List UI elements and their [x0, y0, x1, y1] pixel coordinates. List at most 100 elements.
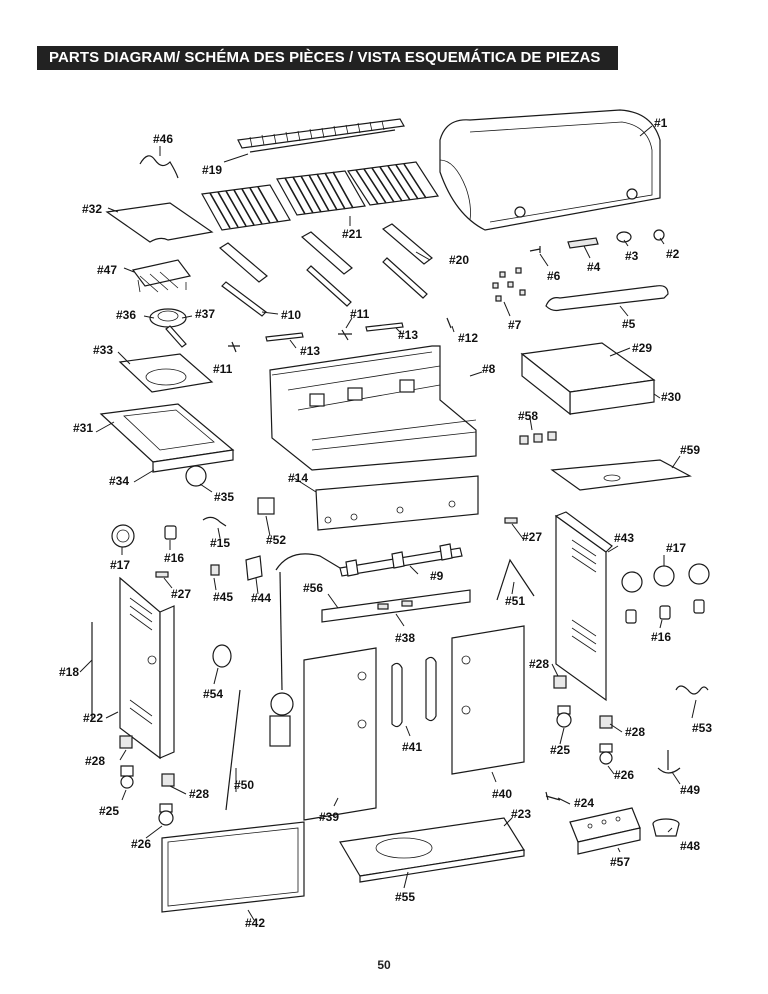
label-28c: #28: [85, 754, 105, 768]
caster-part: [599, 743, 613, 765]
bracket-part: [161, 773, 175, 787]
label-13b: #13: [398, 328, 418, 342]
label-26b: #26: [131, 837, 151, 851]
rod-part: [496, 558, 535, 601]
label-58: #58: [518, 409, 538, 423]
label-59: #59: [680, 443, 700, 457]
label-16b: #16: [651, 630, 671, 644]
label-25b: #25: [99, 804, 119, 818]
bracket-part: [599, 715, 613, 729]
cup-part: [652, 818, 680, 837]
label-46: #46: [153, 132, 173, 146]
label-8: #8: [482, 362, 496, 376]
side-shelf-part: [99, 403, 235, 487]
label-12: #12: [458, 331, 478, 345]
caster-part: [158, 803, 174, 826]
header-bar: PARTS DIAGRAM/ SCHÉMA DES PIÈCES / VISTA…: [37, 46, 618, 70]
label-31: #31: [73, 421, 93, 435]
label-28a: #28: [529, 657, 549, 671]
label-14: #14: [288, 471, 308, 485]
label-29: #29: [632, 341, 652, 355]
handle-part: [545, 285, 669, 312]
label-4: #4: [587, 260, 601, 274]
label-45: #45: [213, 590, 233, 604]
label-49: #49: [680, 783, 700, 797]
side-burner-tray-part: [118, 353, 214, 393]
label-5: #5: [622, 317, 636, 331]
hose-regulator-part: [269, 571, 294, 747]
clips-part: [519, 431, 557, 445]
label-11a: #11: [350, 307, 370, 321]
bracket-part: [553, 675, 567, 689]
label-25a: #25: [550, 743, 570, 757]
door-handle-part: [391, 662, 403, 728]
label-26a: #26: [614, 768, 634, 782]
tank-hook-part: [657, 750, 681, 774]
caster-part: [120, 765, 134, 789]
handle-bracket-part: [567, 237, 599, 249]
label-20: #20: [449, 253, 469, 267]
valve-part: [210, 564, 220, 576]
carryover-tubes-part: [265, 322, 404, 342]
label-57: #57: [610, 855, 630, 869]
label-28d: #28: [189, 787, 209, 801]
hardware-part: [492, 267, 526, 302]
label-53: #53: [692, 721, 712, 735]
burners-part: [221, 257, 428, 317]
label-51: #51: [505, 594, 525, 608]
warming-rack-part: [237, 118, 405, 153]
label-15: #15: [210, 536, 230, 550]
label-43: #43: [614, 531, 634, 545]
igniter-rod-part: [225, 689, 241, 811]
wire-part: [139, 155, 179, 179]
base-part: [339, 817, 525, 883]
label-19: #19: [202, 163, 222, 177]
label-7: #7: [508, 318, 522, 332]
hook-part: [675, 685, 709, 695]
label-10: #10: [281, 308, 301, 322]
label-23: #23: [511, 807, 531, 821]
label-32: #32: [82, 202, 102, 216]
electrode-part: [446, 317, 452, 329]
firebox-part: [269, 345, 477, 471]
label-54: #54: [203, 687, 223, 701]
clip-part: [504, 517, 518, 524]
ring-part: [212, 644, 232, 668]
side-burner-part: [149, 308, 187, 348]
bracket-part: [119, 735, 133, 749]
right-door-part: [451, 625, 525, 775]
label-24: #24: [574, 796, 594, 810]
label-28b: #28: [625, 725, 645, 739]
page-title: PARTS DIAGRAM/ SCHÉMA DES PIÈCES / VISTA…: [49, 49, 601, 66]
bezel-part: [653, 229, 665, 241]
label-33: #33: [93, 343, 113, 357]
label-21: #21: [342, 227, 362, 241]
label-16a: #16: [164, 551, 184, 565]
label-2: #2: [666, 247, 680, 261]
label-52: #52: [266, 533, 286, 547]
part-labels: #1 #2 #3 #4 #5 #6 #7 #8 #9 #10 #11 #11 #…: [59, 116, 712, 930]
knobs-right-part: [621, 563, 710, 624]
burner-box-part: [569, 807, 641, 855]
electrode-part: [338, 329, 352, 341]
knob-insert-part: [164, 525, 177, 540]
wire-harness-part: [202, 516, 227, 527]
label-27a: #27: [522, 530, 542, 544]
electrode-part: [228, 341, 240, 353]
label-18: #18: [59, 665, 79, 679]
igniter-part: [257, 497, 275, 515]
label-39: #39: [319, 810, 339, 824]
screw-part: [529, 246, 541, 253]
control-panel-part: [315, 475, 479, 531]
label-42: #42: [245, 916, 265, 930]
label-34: #34: [109, 474, 129, 488]
label-9: #9: [430, 569, 444, 583]
left-side-panel-part: [119, 576, 175, 760]
label-55: #55: [395, 890, 415, 904]
label-17b: #17: [666, 541, 686, 555]
label-17a: #17: [110, 558, 130, 572]
manifold-part: [275, 543, 463, 577]
label-13a: #13: [300, 344, 320, 358]
thermometer-part: [616, 231, 632, 243]
label-44: #44: [251, 591, 271, 605]
